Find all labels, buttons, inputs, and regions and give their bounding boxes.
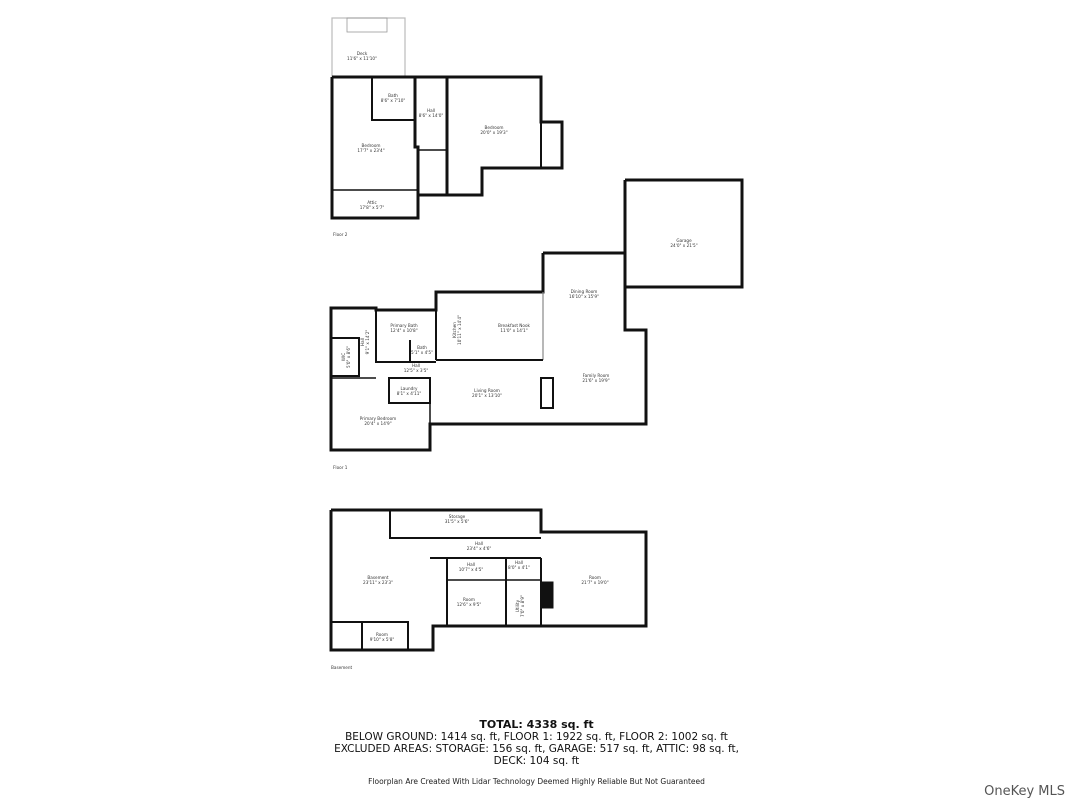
disclaimer: Floorplan Are Created With Lidar Technol… xyxy=(368,777,705,786)
room-name: Attic xyxy=(367,200,377,205)
room-name: Storage xyxy=(448,514,466,519)
room-size: 31'5" x 5'6" xyxy=(444,519,470,524)
room-size: 8'1" x 4'11" xyxy=(396,391,422,396)
room-size: 16'10" x 15'9" xyxy=(569,294,599,299)
room-name: Laundry xyxy=(400,386,418,391)
excluded-areas-cont: DECK: 104 sq. ft xyxy=(493,755,580,767)
room-name: Room xyxy=(589,575,601,580)
room-size: 11'0" x 14'1" xyxy=(500,328,528,333)
room-name: Primary Bedroom xyxy=(359,416,397,421)
room-size: 7'0" x 8'9" xyxy=(520,595,525,617)
room-name: Basement xyxy=(367,575,389,580)
room-size: 24'0" x 21'5" xyxy=(670,243,698,248)
room-size: 8'6" x 14'0" xyxy=(418,113,444,118)
excluded-areas: EXCLUDED AREAS: STORAGE: 156 sq. ft, GAR… xyxy=(334,743,739,755)
room-size: 9'10" x 5'8" xyxy=(369,637,395,642)
room-size: 21'6" x 19'9" xyxy=(582,378,610,383)
room-size: 10'11" x 14'4" xyxy=(457,315,462,345)
room-name: Bedroom xyxy=(361,143,381,148)
basement-walls xyxy=(329,508,648,652)
room-name: Bath xyxy=(417,345,427,350)
total-area: TOTAL: 4338 sq. ft xyxy=(479,718,594,731)
floor-areas: BELOW GROUND: 1414 sq. ft, FLOOR 1: 1922… xyxy=(345,731,728,743)
room-name: Room xyxy=(463,597,475,602)
room-name: Primary Bath xyxy=(390,323,418,328)
room-name: Dining Room xyxy=(570,289,598,294)
room-size: 20'1" x 13'10" xyxy=(472,393,502,398)
room-size: 23'11" x 23'3" xyxy=(363,580,393,585)
room-size: 20'0" x 19'3" xyxy=(480,130,508,135)
room-size: 9'1" x 14'2" xyxy=(365,329,370,355)
room-size: 12'4" x 10'8" xyxy=(390,328,418,333)
room-name: Family Room xyxy=(582,373,610,378)
room-name: Garage xyxy=(676,238,692,243)
room-size: 20'4" x 14'9" xyxy=(364,421,392,426)
room-size: 12'6" x 9'5" xyxy=(456,602,482,607)
room-name: Hall xyxy=(426,108,436,113)
room-size: 8'0" x 4'1" xyxy=(508,565,530,570)
floor-label: Floor 2 xyxy=(333,232,348,237)
room-size: 23'4" x 4'6" xyxy=(466,546,492,551)
room-name: Hall xyxy=(514,560,524,565)
room-size: 12'5" x 3'5" xyxy=(403,368,429,373)
floor-1-walls xyxy=(329,178,744,452)
floor-2-walls xyxy=(330,17,564,220)
room-name: Hall xyxy=(474,541,484,546)
room-name: Bedroom xyxy=(484,125,504,130)
room-name: Room xyxy=(376,632,388,637)
room-name: Breakfast Nook xyxy=(498,323,530,328)
room-name: Hall xyxy=(411,363,421,368)
room-name: Bath xyxy=(388,93,398,98)
room-size: 21'7" x 19'0" xyxy=(581,580,609,585)
room-size: 5'0" x 8'6" xyxy=(346,346,351,368)
room-size: 8'6" x 7'10" xyxy=(380,98,406,103)
room-size: 10'7" x 4'5" xyxy=(458,567,484,572)
room-size: 11'6" x 11'10" xyxy=(347,56,377,61)
floor-label: Basement xyxy=(331,665,353,670)
area-summary: TOTAL: 4338 sq. ft BELOW GROUND: 1414 sq… xyxy=(0,718,1073,768)
room-size: 17'7" x 23'4" xyxy=(357,148,385,153)
room-size: 17'8" x 5'7" xyxy=(359,205,385,210)
floor-label: Floor 1 xyxy=(333,465,348,470)
room-name: Deck xyxy=(356,51,368,56)
room-name: Hall xyxy=(466,562,476,567)
watermark: OneKey MLS xyxy=(984,784,1065,799)
room-name: Living Room xyxy=(474,388,500,393)
room-size: 5'1" x 4'5" xyxy=(411,350,433,355)
